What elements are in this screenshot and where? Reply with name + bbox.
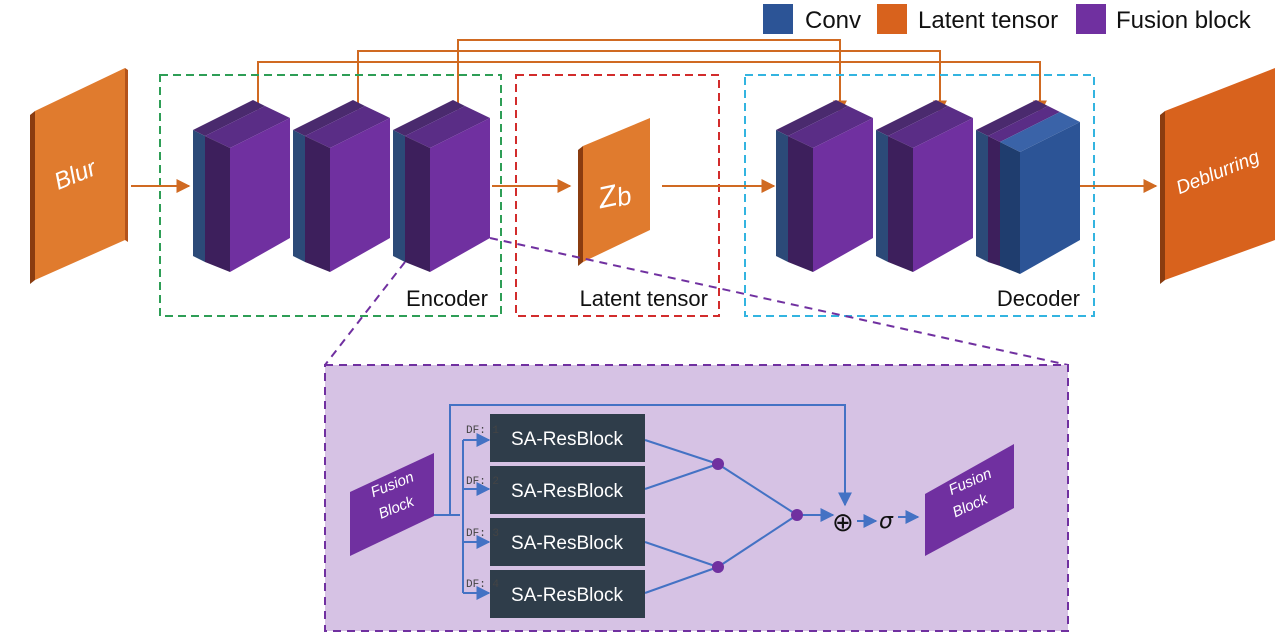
resblock-1: SA-ResBlock DF: 1 <box>466 414 645 462</box>
fusion-block-detail: Fusion Block SA-ResBlock DF: 1 <box>324 364 1069 632</box>
resblock-2-label: SA-ResBlock <box>511 481 623 502</box>
encoder-block-1 <box>193 100 290 272</box>
zoom-line-right <box>489 237 1069 366</box>
decoder-label: Decoder <box>997 286 1080 311</box>
encoder-block-3 <box>393 100 490 272</box>
resblock-2-df: DF: 2 <box>466 476 499 488</box>
sum-symbol: ⊕ <box>832 508 854 538</box>
encoder-block-2 <box>293 100 390 272</box>
sigma-symbol: σ <box>879 509 894 534</box>
zoom-lines <box>324 237 1069 366</box>
legend-swatch-latent <box>877 4 907 34</box>
latent-box <box>515 74 720 317</box>
merge-node-2 <box>712 561 724 573</box>
resblock-3-df: DF: 3 <box>466 528 499 540</box>
skip-connection-1 <box>257 61 1047 117</box>
legend-label-fusion: Fusion block <box>1116 7 1252 34</box>
legend-swatch-conv <box>763 4 793 34</box>
legend-item-conv: Conv <box>763 4 861 34</box>
legend-swatch-fusion <box>1076 4 1106 34</box>
resblock-3-label: SA-ResBlock <box>511 533 623 554</box>
region-decoder: Decoder <box>744 74 1095 317</box>
skip-connection-2 <box>357 50 947 117</box>
output-deblurring-slab: Deblurring <box>1160 68 1275 284</box>
skip-connection-3 <box>457 39 847 117</box>
input-blur-slab: Blur <box>30 68 128 284</box>
resblock-2: SA-ResBlock DF: 2 <box>466 466 645 514</box>
merge-1a <box>644 439 719 465</box>
merge-2b <box>644 566 719 594</box>
encoder-box <box>159 74 502 317</box>
merge-node-3 <box>791 509 803 521</box>
merge-1b <box>644 463 719 490</box>
resblock-4: SA-ResBlock DF: 4 <box>466 570 645 618</box>
legend: Conv Latent tensor Fusion block <box>763 4 1252 34</box>
latent-symbol: Zb <box>594 176 634 216</box>
decoder-block-2 <box>876 100 973 272</box>
resblock-4-label: SA-ResBlock <box>511 585 623 606</box>
skip-connections <box>257 39 1047 117</box>
merge-3a <box>717 463 798 516</box>
legend-item-latent: Latent tensor <box>877 4 1058 34</box>
resblock-1-df: DF: 1 <box>466 425 499 437</box>
resblock-1-label: SA-ResBlock <box>511 429 623 450</box>
region-encoder: Encoder <box>159 74 502 317</box>
resblock-4-df: DF: 4 <box>466 579 499 591</box>
detail-connectors <box>434 404 920 600</box>
decoder-block-3-conv <box>976 100 1080 274</box>
merge-2a <box>644 541 719 568</box>
resblock-3: SA-ResBlock DF: 3 <box>466 518 645 566</box>
encoder-label: Encoder <box>406 286 488 311</box>
zoom-line-left <box>324 261 406 366</box>
detail-input-fusion-block: Fusion Block <box>350 453 434 556</box>
latent-tensor-slab: Zb <box>578 118 650 266</box>
region-latent: Latent tensor <box>515 74 720 317</box>
legend-item-fusion: Fusion block <box>1076 4 1252 34</box>
merge-node-1 <box>712 458 724 470</box>
legend-label-latent: Latent tensor <box>918 7 1058 34</box>
merge-3b <box>717 514 798 568</box>
decoder-box <box>744 74 1095 317</box>
legend-label-conv: Conv <box>805 7 861 34</box>
latent-region-label: Latent tensor <box>580 286 708 311</box>
decoder-block-1 <box>776 100 873 272</box>
